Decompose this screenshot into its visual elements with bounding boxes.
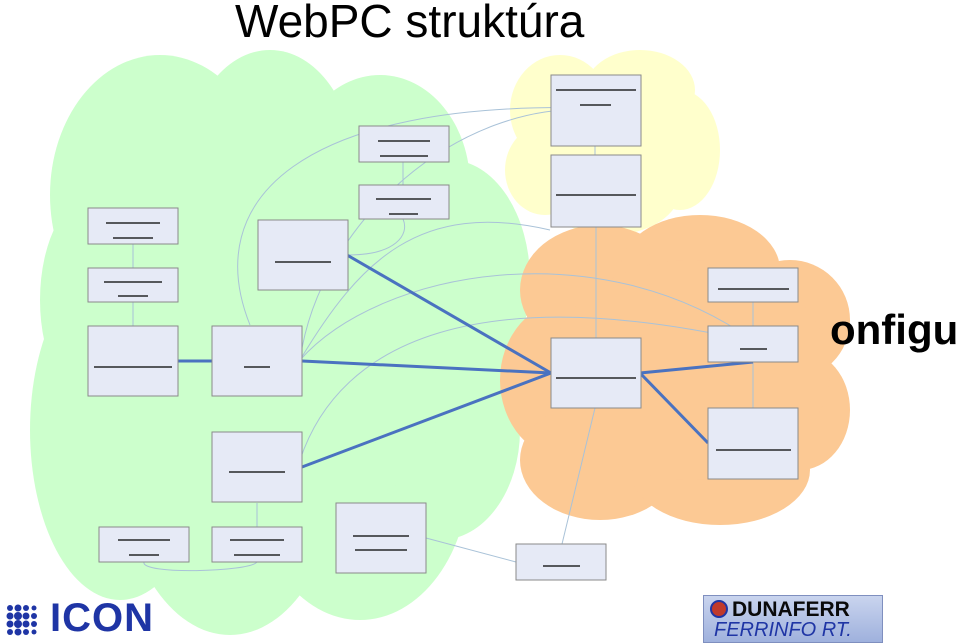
icon-logo: ICON <box>4 596 164 640</box>
node-y2 <box>550 154 642 228</box>
node-a3 <box>87 325 179 397</box>
node-d1 <box>358 125 450 163</box>
node-o1 <box>707 267 799 303</box>
node-e1 <box>98 526 190 563</box>
node-hub <box>550 337 642 409</box>
node-o2 <box>707 325 799 363</box>
node-e3 <box>335 502 427 574</box>
node-d2 <box>358 184 450 220</box>
nodes <box>87 74 799 581</box>
dunaferr-logo: DUNAFERR FERRINFO RT. <box>703 595 883 643</box>
node-o3 <box>707 407 799 480</box>
thick-connectors <box>178 253 754 469</box>
dunaferr-mark-icon <box>710 600 728 618</box>
dunaferr-logo-bottom: FERRINFO RT. <box>714 619 852 641</box>
node-label-lines <box>94 89 791 567</box>
page-title: WebPC struktúra <box>235 0 585 47</box>
cut-off-label: onfigu <box>830 306 959 353</box>
node-e2 <box>211 526 303 563</box>
icon-logo-text: ICON <box>50 596 154 640</box>
dunaferr-logo-top: DUNAFERR <box>732 598 850 621</box>
node-a1 <box>87 207 179 245</box>
node-f1 <box>515 543 607 581</box>
node-y1 <box>550 74 642 147</box>
node-a2 <box>87 267 179 303</box>
node-b1 <box>211 325 303 397</box>
thin-connectors <box>132 107 756 572</box>
node-b2 <box>211 431 303 503</box>
node-c1 <box>257 219 349 291</box>
icon-dots-icon <box>6 604 37 636</box>
